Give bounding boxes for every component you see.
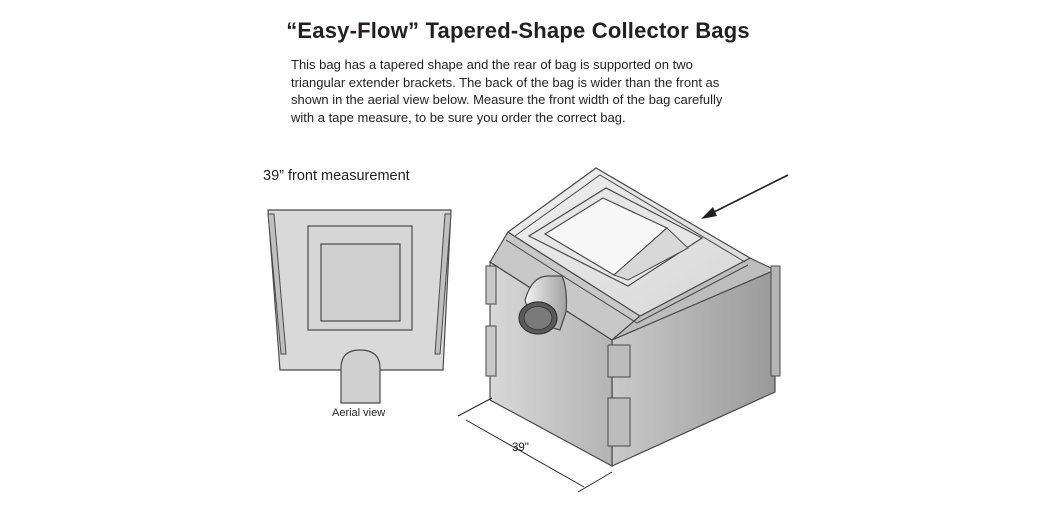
front-measurement-label: 39” front measurement: [263, 168, 410, 184]
pointer-arrow-icon: [701, 174, 789, 219]
description-line: triangular extender brackets. The back o…: [291, 74, 720, 90]
aerial-right-bracket: [434, 213, 452, 355]
bag-corner-tab: [607, 344, 631, 378]
aerial-inner-panel: [320, 243, 401, 322]
description-paragraph: This bag has a tapered shape and the rea…: [291, 56, 761, 126]
bag-corner-tab: [607, 397, 631, 447]
isometric-bag-diagram: [457, 167, 789, 493]
description-line: This bag has a tapered shape and the rea…: [291, 57, 693, 72]
aerial-left-bracket: [267, 213, 287, 355]
aerial-view-diagram: [267, 209, 452, 404]
bag-front-tab: [485, 265, 497, 305]
aerial-inlet-pipe: [340, 349, 381, 404]
bag-inlet-pipe: [518, 275, 568, 335]
bag-rim-edge: [505, 239, 749, 324]
description-line: shown in the aerial view below. Measure …: [291, 92, 723, 107]
page-title: “Easy-Flow” Tapered-Shape Collector Bags: [286, 18, 750, 43]
bag-top-rim: [514, 174, 746, 263]
aerial-view-label: Aerial view: [332, 407, 386, 419]
bag-wedge-side: [613, 227, 689, 281]
dimension-label: 39": [512, 442, 529, 454]
bag-front-tab: [485, 325, 497, 377]
description-line: with a tape measure, to be sure you orde…: [291, 109, 626, 125]
dimension-line: [457, 397, 613, 493]
bag-rear-tab: [770, 265, 781, 377]
